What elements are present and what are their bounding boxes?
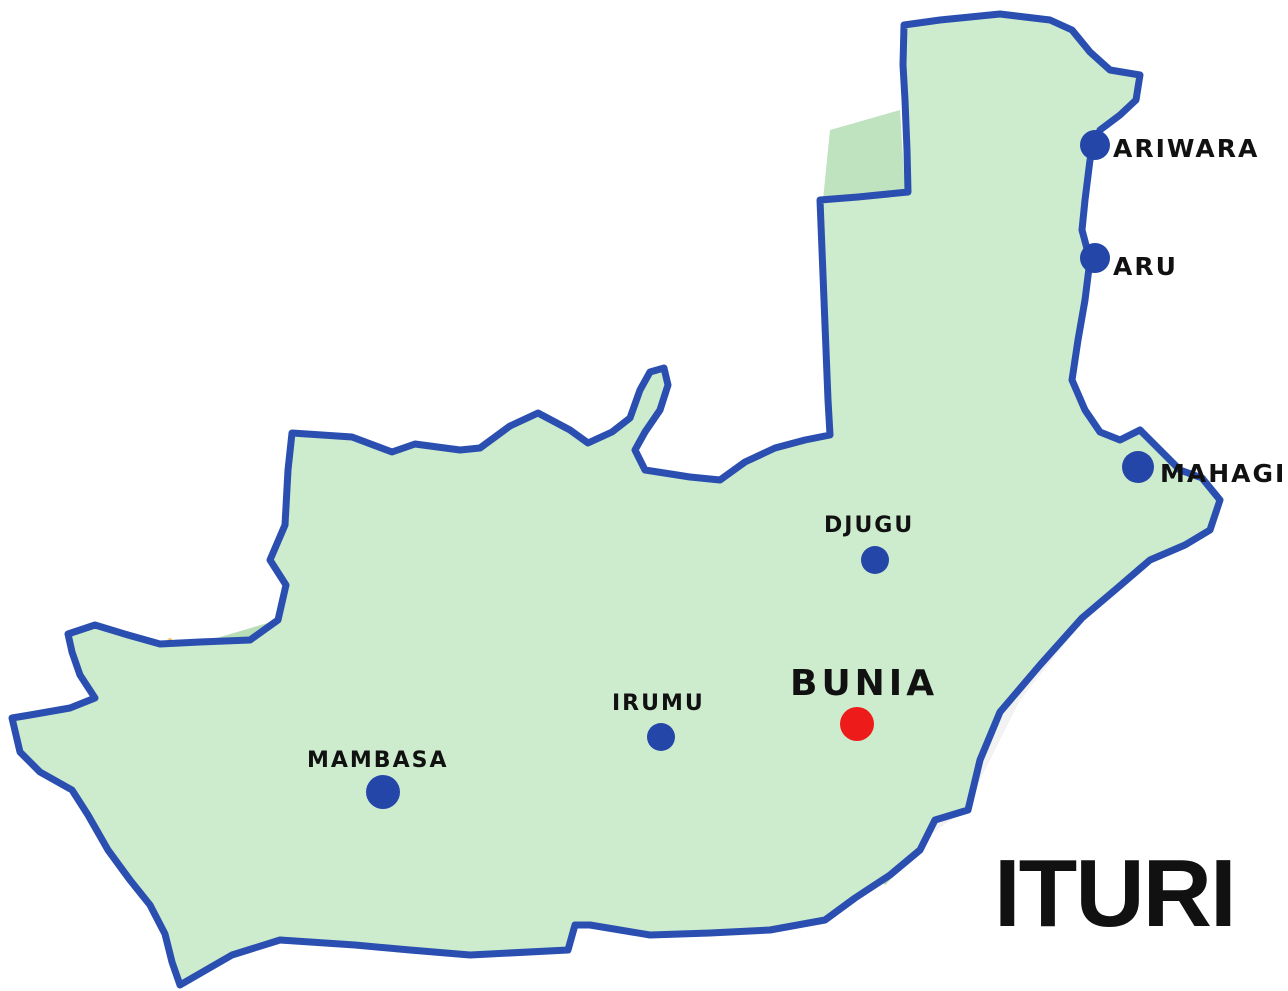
town-markers [366,130,1154,809]
town-label-djugu: DJUGU [824,513,914,538]
town-label-mahagi: MAHAGI [1160,459,1286,488]
capital-label-bunia: BUNIA [790,663,938,704]
forest-patch [822,110,905,210]
town-label-mambasa: MAMBASA [307,748,448,773]
town-marker-ariwara[interactable] [1080,130,1110,160]
town-marker-djugu[interactable] [861,546,889,574]
town-marker-mambasa[interactable] [366,775,400,809]
town-marker-mahagi[interactable] [1122,451,1154,483]
town-marker-aru[interactable] [1080,243,1110,273]
capital-marker-bunia[interactable] [840,707,874,741]
town-labels: ARIWARA ARU MAHAGI DJUGU IRUMU MAMBASA B… [307,134,1286,773]
map-title: ITURI [994,840,1237,947]
town-label-aru: ARU [1113,252,1178,281]
town-label-irumu: IRUMU [612,691,705,716]
town-marker-irumu[interactable] [647,723,675,751]
town-label-ariwara: ARIWARA [1113,134,1259,163]
